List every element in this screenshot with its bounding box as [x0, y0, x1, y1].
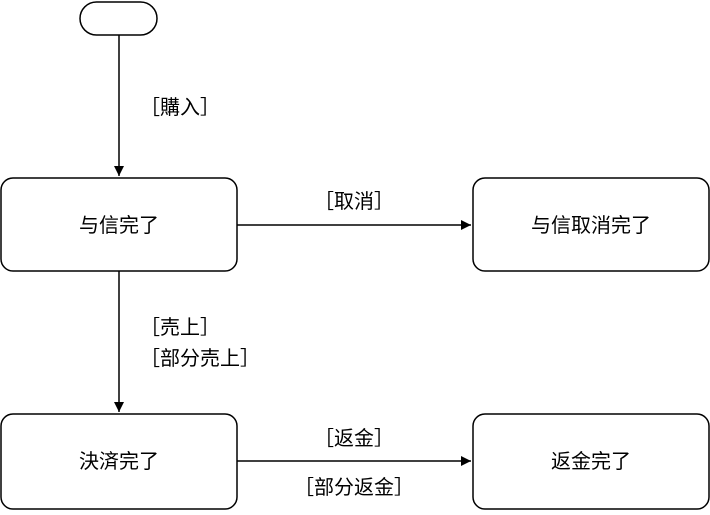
edge-cancel-label: ［取消］	[314, 189, 394, 213]
edge-sale-label: ［売上］	[140, 315, 220, 339]
state-refunded: 返金完了	[472, 413, 710, 510]
state-auth-cancelled: 与信取消完了	[472, 177, 710, 272]
state-authorized-label: 与信完了	[79, 213, 159, 237]
state-settled: 決済完了	[0, 413, 238, 510]
edge-partial-sale-label: ［部分売上］	[140, 346, 260, 370]
state-authorized: 与信完了	[0, 177, 238, 272]
state-settled-label: 決済完了	[79, 449, 159, 473]
initial-state-node	[79, 1, 158, 36]
edge-refund-label: ［返金］	[314, 426, 394, 450]
edge-purchase-label: ［購入］	[140, 95, 220, 119]
edge-partial-refund-label: ［部分返金］	[294, 475, 414, 499]
state-refunded-label: 返金完了	[551, 449, 631, 473]
state-auth-cancelled-label: 与信取消完了	[531, 213, 651, 237]
